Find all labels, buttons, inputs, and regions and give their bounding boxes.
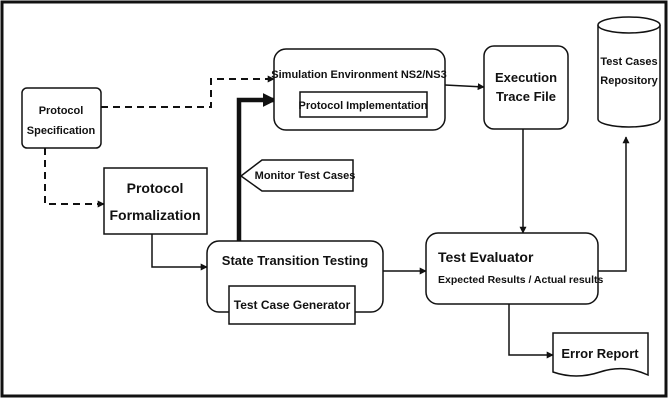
node-simulation-environment: Simulation Environment NS2/NS3 Protocol …: [271, 48, 447, 131]
node-test-evaluator: Test Evaluator Expected Results / Actual…: [425, 232, 603, 305]
error-report-label: Error Report: [561, 346, 639, 361]
node-protocol-specification: Protocol Specification: [21, 87, 102, 149]
arrow-spec-to-formalization: [44, 148, 105, 208]
repository-line1: Test Cases: [600, 56, 657, 68]
node-protocol-formalization: Protocol Formalization: [103, 167, 208, 235]
node-error-report: Error Report: [552, 332, 649, 377]
formalization-line2: Formalization: [109, 207, 200, 223]
node-protocol-implementation: [299, 91, 428, 118]
evaluator-subtitle: Expected Results / Actual results: [438, 274, 603, 286]
node-monitor-test-cases: Monitor Test Cases: [239, 159, 356, 192]
state-transition-label: State Transition Testing: [222, 253, 368, 268]
arrow-simulation-to-trace: [444, 83, 485, 91]
evaluator-title: Test Evaluator: [438, 249, 534, 265]
node-execution-trace-file: Execution Trace File: [483, 45, 569, 130]
repository-line2: Repository: [600, 75, 658, 87]
arrow-evaluator-to-error: [508, 304, 554, 359]
formalization-line1: Protocol: [127, 180, 184, 196]
arrow-evaluator-to-repository: [598, 136, 630, 272]
protocol-impl-label: Protocol Implementation: [299, 100, 428, 112]
monitor-label: Monitor Test Cases: [255, 170, 356, 182]
simulation-label: Simulation Environment NS2/NS3: [271, 69, 446, 81]
arrow-state-to-simulation: [236, 93, 277, 241]
protocol-spec-line2: Specification: [27, 125, 96, 137]
protocol-spec-line1: Protocol: [39, 105, 84, 117]
trace-line2: Trace File: [496, 89, 556, 104]
arrow-formalization-to-state: [151, 234, 208, 271]
trace-line1: Execution: [495, 70, 557, 85]
node-state-transition-testing: State Transition Testing Test Case Gener…: [206, 240, 384, 325]
arrow-spec-to-simulation: [101, 75, 275, 108]
node-test-cases-repository: Test Cases Repository: [597, 16, 661, 128]
node-test-case-generator: [228, 285, 356, 325]
generator-label: Test Case Generator: [234, 298, 351, 312]
